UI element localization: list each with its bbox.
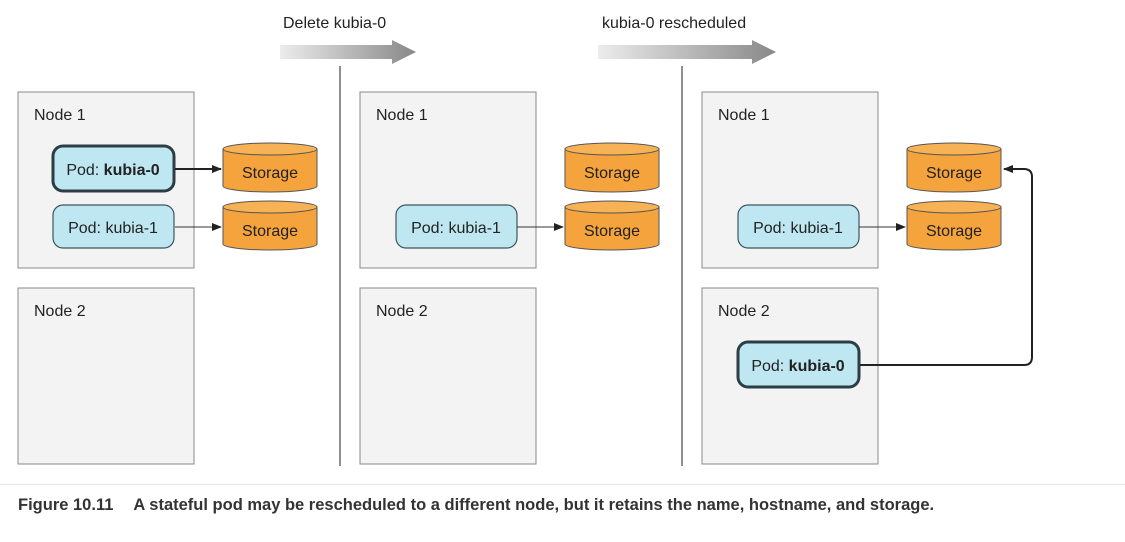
- pod-kubia-0-label: Pod: kubia-0: [66, 162, 159, 179]
- pod-kubia-1-label: Pod: kubia-1: [68, 220, 158, 237]
- mount-arrow-kubia-0: [860, 165, 1033, 366]
- banner-rescheduled: kubia-0 rescheduled: [598, 15, 776, 64]
- figure-number: Figure 10.11: [18, 496, 114, 514]
- panel-deleted: Node 1 Node 2 Pod: kubia-1 Storage Stora…: [359, 91, 660, 465]
- banner-delete: Delete kubia-0: [280, 15, 416, 64]
- storage-label: Storage: [926, 223, 982, 240]
- panel-before: Node 1 Node 2 Pod: kubia-0 Pod: kubia-1 …: [17, 91, 318, 465]
- storage-kubia-0: Storage: [564, 142, 660, 193]
- node-1-label: Node 1: [718, 107, 770, 124]
- storage-kubia-1: Storage: [906, 200, 1002, 251]
- node-2-label: Node 2: [376, 303, 428, 320]
- storage-label: Storage: [242, 223, 298, 240]
- banner-delete-label: Delete kubia-0: [283, 15, 386, 32]
- node-2-box: [359, 287, 537, 465]
- storage-label: Storage: [926, 165, 982, 182]
- storage-label: Storage: [584, 223, 640, 240]
- node-2-label: Node 2: [718, 303, 770, 320]
- node-1-label: Node 1: [34, 107, 86, 124]
- node-2-label: Node 2: [34, 303, 86, 320]
- banner-delete-arrow: [280, 40, 416, 64]
- figure-caption-text: A stateful pod may be rescheduled to a d…: [133, 496, 935, 514]
- pod-kubia-1: [52, 204, 175, 249]
- storage-kubia-0: Storage: [222, 142, 318, 193]
- banner-rescheduled-arrow: [598, 40, 776, 64]
- pod-kubia-1-label: Pod: kubia-1: [411, 220, 501, 237]
- banner-rescheduled-label: kubia-0 rescheduled: [602, 15, 746, 32]
- storage-kubia-0: Storage: [906, 142, 1002, 193]
- storage-label: Storage: [584, 165, 640, 182]
- storage-kubia-1: Storage: [564, 200, 660, 251]
- caption-divider: [0, 484, 1125, 485]
- storage-kubia-1: Storage: [222, 200, 318, 251]
- pod-kubia-0: [736, 340, 861, 389]
- node-1-label: Node 1: [376, 107, 428, 124]
- figure-caption: Figure 10.11 A stateful pod may be resche…: [18, 496, 934, 515]
- panel-rescheduled: Node 1 Node 2 Pod: kubia-1 Pod: kubia-0 …: [701, 91, 1033, 465]
- pod-kubia-1-label: Pod: kubia-1: [753, 220, 843, 237]
- storage-label: Storage: [242, 165, 298, 182]
- pod-kubia-0: [51, 144, 176, 193]
- pod-kubia-0-label: Pod: kubia-0: [751, 358, 844, 375]
- node-2-box: [17, 287, 195, 465]
